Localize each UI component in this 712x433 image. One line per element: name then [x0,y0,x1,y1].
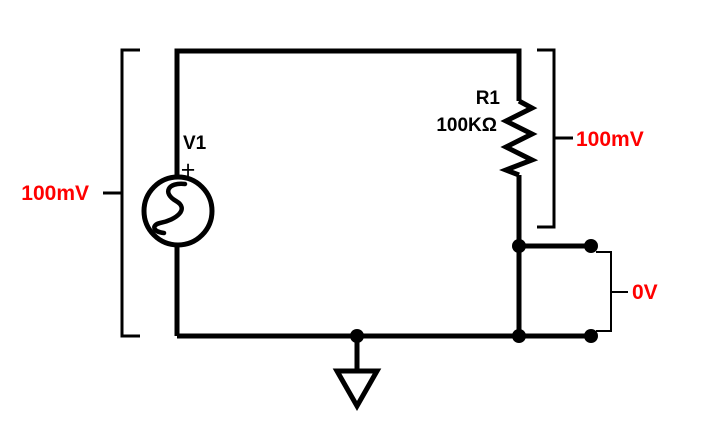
wires [174,48,591,371]
resistor-zigzag [499,98,539,178]
resistor-voltage-bracket [537,48,556,229]
junction-dot-resistor-bottom-wire [512,329,526,343]
output-voltage-label: 0V [632,281,658,304]
source-voltage-label: 100mV [21,182,89,205]
ground-triangle-icon [332,368,382,412]
resistor-voltage-annotation: 100mV [537,48,644,229]
source-voltage-bracket [120,48,140,338]
junction-dot-ground [350,329,364,343]
output-voltage-bracket [596,251,612,332]
junction-dots [350,239,598,343]
resistor-voltage-label: 100mV [576,128,644,151]
resistor-value-label: 100KΩ [436,115,497,136]
ac-voltage-source: V1 + [141,133,215,248]
top-wire [174,48,522,177]
source-designator-label: V1 [183,133,207,154]
ground-symbol [332,368,382,412]
sine-wave-icon [152,181,188,236]
junction-dot-bottom-right [584,329,598,343]
ac-source-circle [141,174,215,248]
junction-dot-output-left [512,239,526,253]
source-voltage-annotation: 100mV [21,48,140,338]
output-voltage-annotation: 0V [596,251,658,332]
junction-dot-output-right [584,239,598,253]
resistor-designator-label: R1 [476,88,501,109]
polarity-plus-marker: + [181,156,196,184]
resistor: R1 100KΩ [436,88,539,178]
